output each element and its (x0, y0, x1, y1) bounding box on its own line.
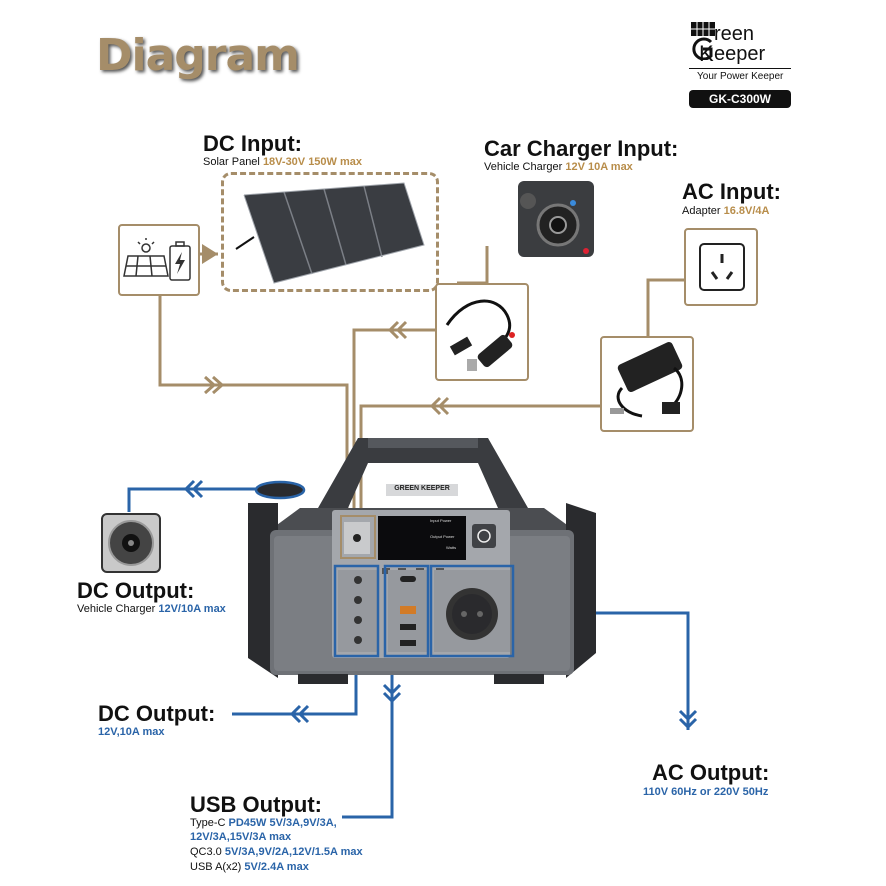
dc-vehicle-output-line (127, 487, 258, 512)
usb-output-title: USB Output: (190, 792, 322, 817)
logo-tagline: Your Power Keeper (697, 71, 784, 82)
solar-g-logo-icon (691, 22, 715, 60)
dc-input-title: DC Input: (203, 131, 302, 156)
dc-socket-icon (108, 520, 154, 566)
logo-line2: eeper (714, 43, 766, 65)
solar-panel-image (235, 182, 425, 284)
dc-socket-photo (101, 513, 161, 573)
solar-panel-box (221, 172, 439, 292)
car-charger-cable-box (435, 283, 529, 381)
car-input-title: Car Charger Input: (484, 136, 679, 161)
lcd-unit-label: Watts (446, 545, 457, 550)
ac-socket-icon (699, 243, 745, 291)
solar-battery-icon (123, 238, 191, 281)
ac-input-title: AC Input: (682, 179, 781, 204)
brand-logo: reen K eeper Your Power Keeper (689, 18, 799, 88)
ac-adapter-image (610, 342, 684, 418)
car-top-line (457, 246, 489, 285)
ac-output-desc: 110V 60Hz or 220V 50Hz (643, 786, 769, 798)
usb-output-line2: 12V/3A,15V/3A max (190, 831, 292, 843)
dc-vehicle-output-title: DC Output: (77, 578, 195, 603)
car-charger-cable-image (445, 299, 515, 371)
ac-input-desc: Adapter 16.8V/4A (682, 205, 770, 217)
usb-output-line4: USB A(x2) 5V/2.4A max (190, 861, 309, 873)
model-badge: GK-C300W (689, 90, 791, 108)
usb-output-line1: Type-C PD45W 5V/3A,9V/3A, (190, 817, 337, 829)
dc-input-desc: Solar Panel 18V-30V 150W max (203, 156, 363, 168)
usb-output-line3: QC3.0 5V/3A,9V/2A,12V/1.5A max (190, 846, 363, 858)
dc-output-desc: 12V,10A max (98, 726, 165, 738)
lcd-input-label: Input Power (430, 518, 452, 523)
ac-output-title: AC Output: (652, 760, 770, 785)
car-input-desc: Vehicle Charger 12V 10A max (484, 161, 633, 173)
usb-output-line (342, 654, 394, 819)
logo-line1: reen (714, 23, 755, 45)
dc-output-title: DC Output: (98, 701, 216, 726)
dc-vehicle-output-desc: Vehicle Charger 12V/10A max (77, 603, 226, 615)
ac-input-line (359, 404, 600, 520)
power-station-body (248, 438, 596, 684)
lcd-output-label: Output Power (430, 534, 455, 539)
solar-battery-box (118, 224, 200, 296)
ac-adapter-box (600, 336, 694, 432)
page-title: Diagram (96, 30, 300, 81)
device-brand-label: GREEN KEEPER (394, 485, 450, 492)
logo-k: K (699, 41, 714, 66)
ac-socket-box (684, 228, 758, 306)
solar-input-line (158, 296, 349, 520)
car-socket-photo (518, 181, 594, 257)
power-station: GREEN KEEPER Input Power Output Power Wa… (248, 418, 596, 690)
